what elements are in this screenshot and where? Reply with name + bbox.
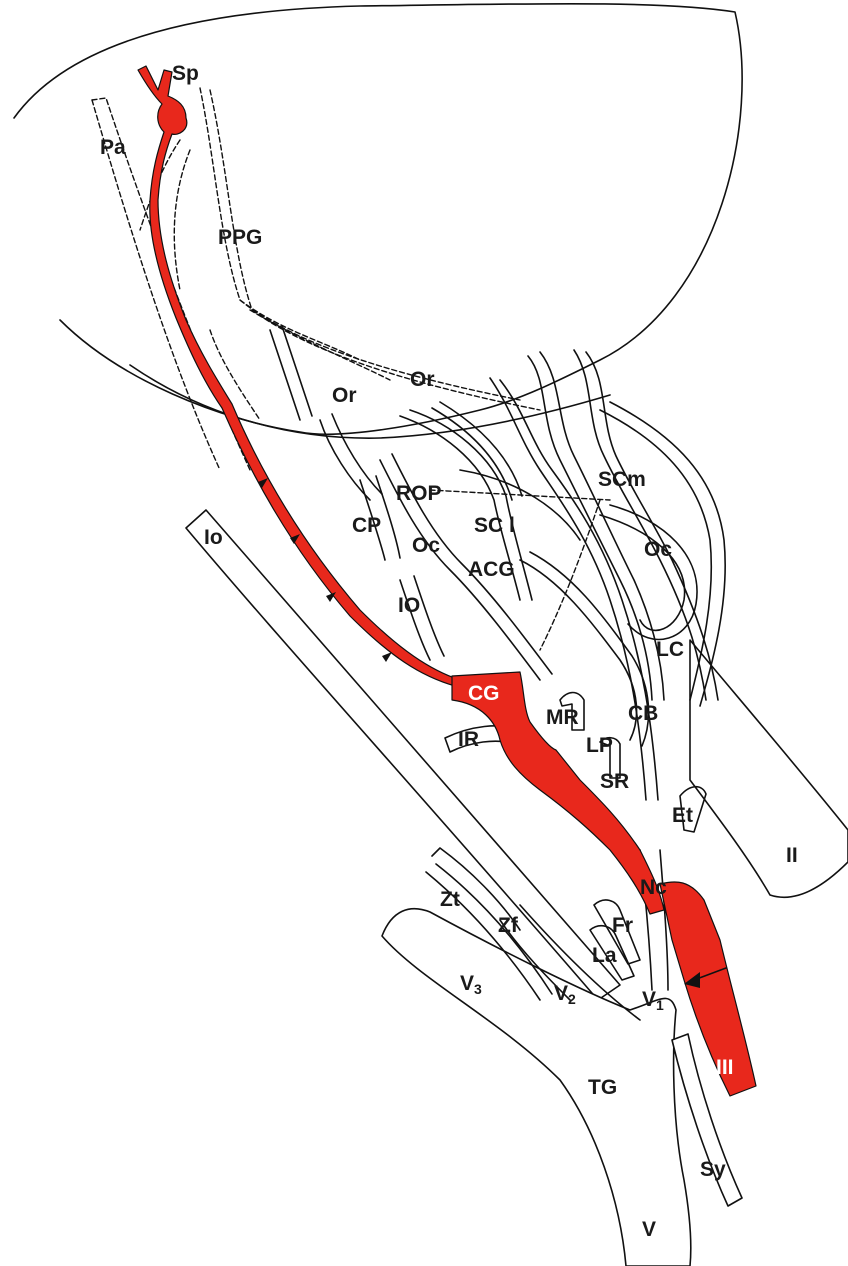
label-scl: SC l <box>474 514 515 537</box>
label-cp: CP <box>352 514 381 537</box>
label-nc: Nc <box>640 876 667 899</box>
label-et: Et <box>672 804 693 827</box>
label-zf: Zf <box>498 914 519 937</box>
label-lc: LC <box>656 638 684 661</box>
label-or-2: Or <box>332 384 357 407</box>
label-iii: III <box>716 1056 734 1079</box>
label-la: La <box>592 944 617 967</box>
label-acg: ACG <box>468 558 515 581</box>
label-io-caps: IO <box>398 594 420 617</box>
red-oculomotor-iii <box>660 882 756 1096</box>
dashed-pathway-g <box>240 300 360 360</box>
label-lp: LP <box>586 734 613 757</box>
dashed-pathway-i <box>210 330 260 420</box>
label-tg: TG <box>588 1076 617 1099</box>
arrowhead-4 <box>382 652 392 662</box>
label-ir: IR <box>458 728 479 751</box>
label-zt: Zt <box>440 888 460 911</box>
label-or-1: Or <box>410 368 435 391</box>
label-mr: MR <box>546 706 579 729</box>
label-cb: CB <box>628 702 658 725</box>
label-oc-2: Oc <box>644 538 672 561</box>
label-sr: SR <box>600 770 629 793</box>
label-io: Io <box>204 526 223 549</box>
label-pa: Pa <box>100 136 126 159</box>
label-v: V <box>642 1218 656 1241</box>
label-rop: ROP <box>396 482 442 505</box>
label-oc-1: Oc <box>412 534 440 557</box>
dashed-pathway-f <box>174 150 190 290</box>
label-v1: V1 <box>642 988 664 1013</box>
label-fr: Fr <box>612 914 633 937</box>
label-sy: Sy <box>700 1158 726 1181</box>
trigeminal-ganglion <box>382 909 691 1266</box>
dashed-pathway-d <box>210 90 540 410</box>
label-sp: Sp <box>172 62 199 85</box>
label-cg: CG <box>468 682 500 705</box>
label-ppg: PPG <box>218 226 262 249</box>
label-ii: II <box>786 844 798 867</box>
label-scm: SCm <box>598 468 646 491</box>
